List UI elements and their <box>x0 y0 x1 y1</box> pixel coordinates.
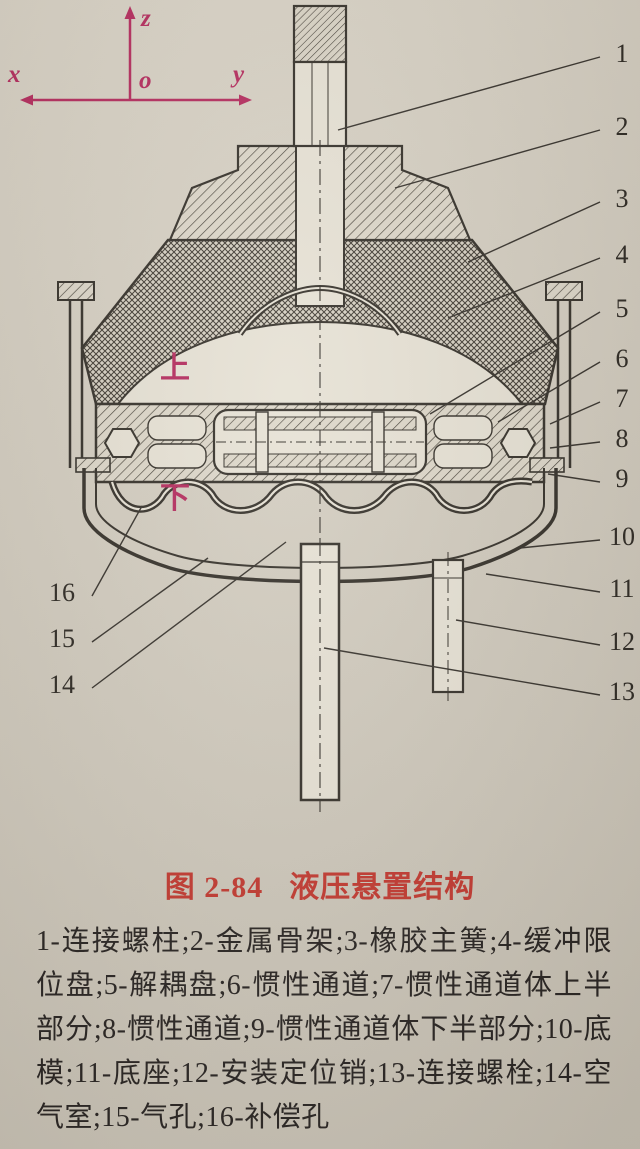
callout-3: 3 <box>615 184 629 213</box>
inertia-channel-left-lower <box>147 443 207 469</box>
callout-6: 6 <box>615 344 629 373</box>
parts-legend: 1-连接螺柱;2-金属骨架;3-橡胶主簧;4-缓冲限位盘;5-解耦盘;6-惯性通… <box>36 926 612 1133</box>
outer-shell-side-walls <box>57 281 583 468</box>
callout-16: 16 <box>49 578 75 607</box>
callout-1: 1 <box>615 39 629 68</box>
callout-15: 15 <box>49 624 75 653</box>
callout-14: 14 <box>49 670 75 699</box>
callout-10: 10 <box>609 522 635 551</box>
callout-8: 8 <box>615 424 629 453</box>
axis-label-x: x <box>8 61 21 88</box>
bellows-diaphragm <box>108 477 533 514</box>
callout-5: 5 <box>615 294 629 323</box>
top-connecting-stud <box>292 4 348 148</box>
right-hex-bolt <box>499 428 537 458</box>
hydraulic-mount-cross-section-drawing <box>20 4 601 812</box>
left-hex-bolt <box>103 428 141 458</box>
callout-7: 7 <box>615 384 629 413</box>
inertia-channel-right-upper <box>433 415 493 441</box>
center-connecting-bolt <box>299 540 341 812</box>
callout-13: 13 <box>609 677 635 706</box>
inertia-channel-right-lower <box>433 443 493 469</box>
figure-number: 图 2-84 <box>164 871 264 904</box>
coordinate-axes <box>20 6 252 106</box>
callout-11: 11 <box>609 574 635 603</box>
callout-2: 2 <box>615 112 629 141</box>
axis-label-z: z <box>141 5 151 32</box>
orientation-down-label: 下 <box>160 482 190 515</box>
mounting-locating-pin <box>431 552 465 702</box>
axis-label-y: y <box>233 61 245 88</box>
inertia-channel-left-upper <box>147 415 207 441</box>
callout-12: 12 <box>609 627 635 656</box>
leader-lines <box>91 56 601 696</box>
figure-caption: 图 2-84 液压悬置结构 <box>0 862 640 906</box>
axis-origin-o: o <box>139 67 152 94</box>
figure-title: 液压悬置结构 <box>289 871 476 904</box>
callout-4: 4 <box>615 240 629 269</box>
callout-9: 9 <box>615 464 629 493</box>
orientation-up-label: 上 <box>160 352 190 385</box>
